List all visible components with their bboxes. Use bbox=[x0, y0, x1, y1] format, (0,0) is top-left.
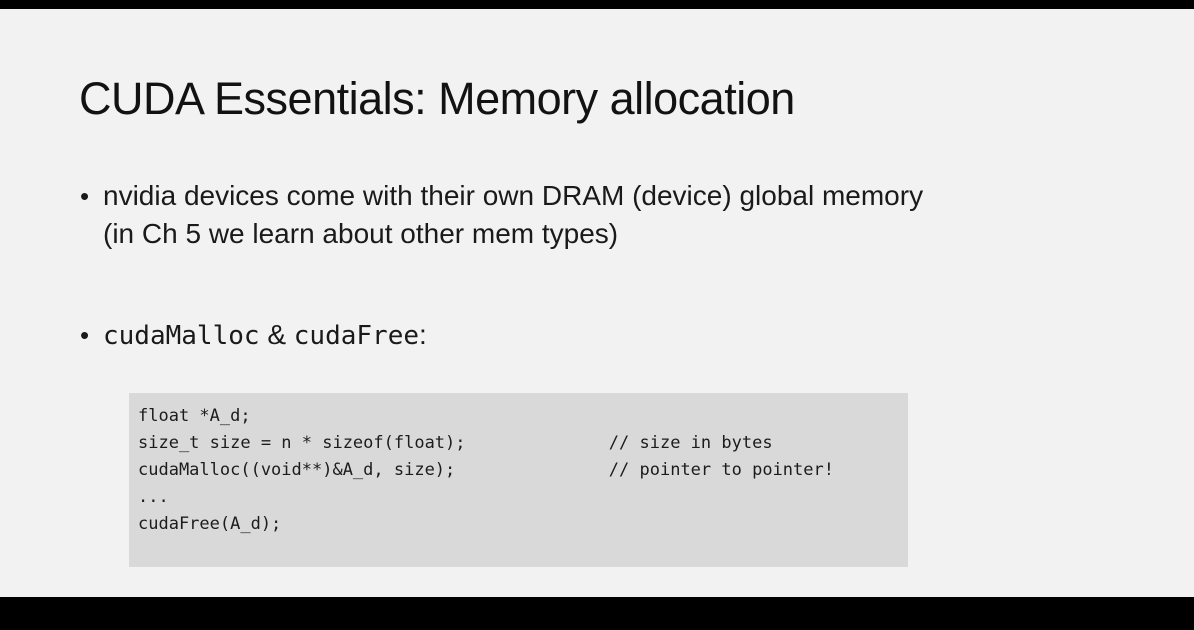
slide-title: CUDA Essentials: Memory allocation bbox=[79, 73, 795, 124]
inline-code-cudamalloc: cudaMalloc bbox=[103, 321, 260, 351]
code-line: cudaFree(A_d); bbox=[138, 514, 282, 534]
code-block: float *A_d; size_t size = n * sizeof(flo… bbox=[129, 393, 908, 567]
bullet-text-dram: nvidia devices come with their own DRAM … bbox=[103, 177, 923, 253]
bullet-icon: • bbox=[80, 320, 90, 350]
letterbox-top bbox=[0, 0, 1194, 9]
bullet-icon: • bbox=[80, 181, 90, 211]
code-line: size_t size = n * sizeof(float); // size… bbox=[138, 433, 773, 453]
inline-code-suffix: : bbox=[419, 319, 427, 350]
code-line: cudaMalloc((void**)&A_d, size); // point… bbox=[138, 460, 834, 480]
code-line: ... bbox=[138, 487, 169, 507]
code-line: float *A_d; bbox=[138, 406, 251, 426]
bullet-dram-line1: nvidia devices come with their own DRAM … bbox=[103, 180, 924, 211]
bullet-item-cudamalloc: • cudaMalloc & cudaFree: bbox=[80, 316, 427, 355]
inline-code-cudafree: cudaFree bbox=[293, 321, 420, 351]
inline-code-separator: & bbox=[259, 319, 294, 350]
slide: CUDA Essentials: Memory allocation • nvi… bbox=[0, 9, 1194, 597]
letterbox-bottom bbox=[0, 597, 1194, 630]
bullet-dram-line2: (in Ch 5 we learn about other mem types) bbox=[103, 218, 619, 249]
bullet-item-dram: • nvidia devices come with their own DRA… bbox=[80, 177, 923, 253]
bullet-text-cudamalloc: cudaMalloc & cudaFree: bbox=[103, 316, 427, 355]
